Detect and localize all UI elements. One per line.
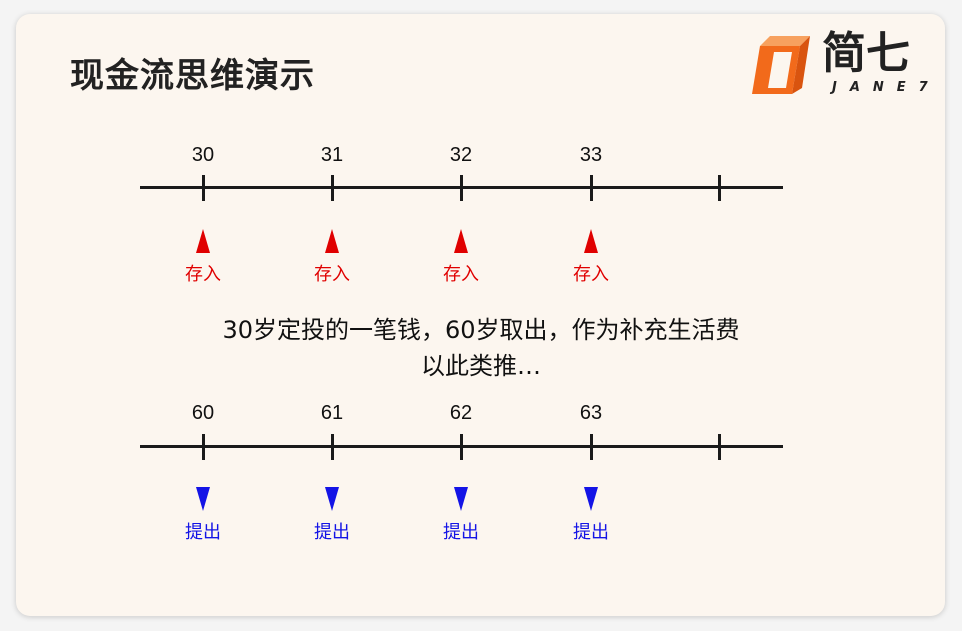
withdraw-arrow-icon: [584, 487, 598, 511]
timeline-tick: [202, 434, 205, 460]
logo-mark-icon: [752, 36, 810, 94]
timeline-tick: [202, 175, 205, 201]
page-title: 现金流思维演示: [70, 56, 315, 96]
timeline-tick: [718, 434, 721, 460]
withdraw-arrow-icon: [196, 487, 210, 511]
deposit-label: 存入: [185, 264, 221, 285]
timeline-tick: [331, 434, 334, 460]
deposit-arrow-icon: [196, 229, 210, 253]
tick-label: 32: [449, 144, 473, 166]
timeline-tick: [460, 175, 463, 201]
caption-line-2: 以此类推…: [421, 352, 541, 380]
brand-logo: 简七 JANE7: [752, 30, 932, 100]
tick-label: 31: [320, 144, 344, 166]
timeline-tick: [590, 175, 593, 201]
tick-label: 61: [320, 402, 344, 424]
caption-line-1: 30岁定投的一笔钱，60岁取出，作为补充生活费: [222, 316, 740, 344]
timeline-tick: [718, 175, 721, 201]
deposit-arrow-icon: [584, 229, 598, 253]
tick-label: 33: [579, 144, 603, 166]
tick-label: 60: [191, 402, 215, 424]
diagram-card: [16, 14, 945, 616]
withdraw-label: 提出: [443, 522, 479, 543]
deposit-label: 存入: [314, 264, 350, 285]
withdraw-label: 提出: [573, 522, 609, 543]
deposit-label: 存入: [573, 264, 609, 285]
timeline-tick: [331, 175, 334, 201]
deposit-arrow-icon: [454, 229, 468, 253]
logo-english-text: JANE7: [832, 80, 941, 95]
tick-label: 30: [191, 144, 215, 166]
logo-chinese-text: 简七: [822, 28, 910, 79]
deposit-label: 存入: [443, 264, 479, 285]
withdraw-label: 提出: [185, 522, 221, 543]
timeline-tick: [590, 434, 593, 460]
withdraw-label: 提出: [314, 522, 350, 543]
tick-label: 62: [449, 402, 473, 424]
deposit-arrow-icon: [325, 229, 339, 253]
timeline-tick: [460, 434, 463, 460]
withdraw-arrow-icon: [454, 487, 468, 511]
withdraw-arrow-icon: [325, 487, 339, 511]
tick-label: 63: [579, 402, 603, 424]
